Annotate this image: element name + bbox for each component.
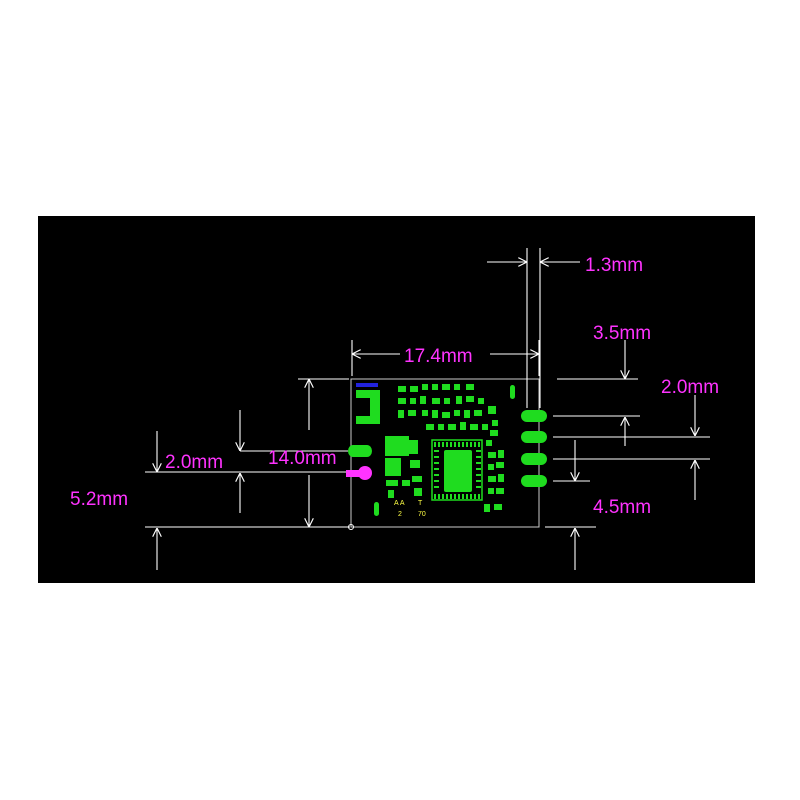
silkscreen-text: A A T 2 70 [394,500,426,518]
label-left-pin-pitch: 2.0mm [165,452,223,473]
left-edge-pins [346,445,372,480]
smd-components-top [398,384,498,446]
drawing-panel [38,216,755,583]
silkscreen-line-3: 2 [398,511,402,518]
right-edge-pins [521,410,547,487]
label-board-height: 14.0mm [268,448,337,469]
main-ic-pins [434,442,481,499]
main-ic-pad [444,450,472,492]
main-ic-body [431,439,483,501]
silkscreen-line-2: T [418,500,423,507]
blue-marker [356,383,378,387]
dimension-lines [145,248,710,570]
label-top-to-first-pin: 3.5mm [593,323,651,344]
edge-pad-top [510,385,515,399]
silkscreen-line-1: A A [394,500,405,507]
label-pin-span: 4.5mm [593,497,651,518]
silkscreen-line-4: 70 [418,511,426,518]
label-pin-pitch: 2.0mm [661,377,719,398]
label-left-pin-height: 5.2mm [70,489,128,510]
smd-components-left [374,436,422,516]
label-pin-offset: 1.3mm [585,255,643,276]
smd-components-right [484,450,504,512]
antenna-pad [356,390,380,424]
label-board-width: 17.4mm [404,346,473,367]
pcb-board: A A T 2 70 [346,378,547,530]
dimension-labels: 1.3mm 17.4mm 3.5mm 2.0mm 2.0mm 14.0mm 5.… [70,255,719,518]
